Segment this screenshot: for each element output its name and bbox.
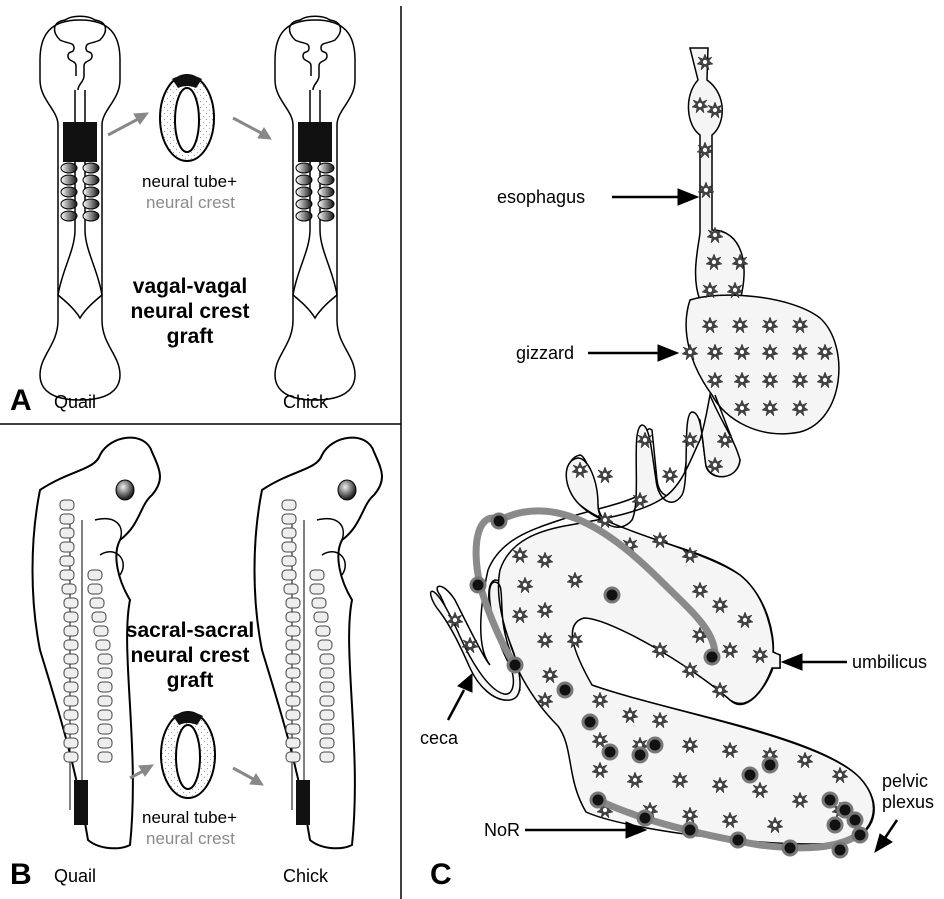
graft-title-a: vagal-vagal neural crest graft <box>130 274 250 349</box>
arrow-section-to-chick-a <box>233 118 271 139</box>
arrow-section-to-chick-b <box>233 768 263 785</box>
tissue-label-b-line1: neural tube+ <box>142 808 237 828</box>
graft-title-a-line1: vagal-vagal <box>130 274 250 299</box>
label-pelvic-line2: plexus <box>882 792 934 813</box>
panel-letter-a: A <box>10 384 32 418</box>
graft-title-b-line3: graft <box>120 668 260 693</box>
graft-title-a-line2: neural crest <box>130 299 250 324</box>
label-nor: NoR <box>484 820 520 841</box>
label-ceca: ceca <box>420 728 458 749</box>
tissue-label-b-line2: neural crest <box>146 829 235 849</box>
neural-tube-section-a <box>160 75 214 161</box>
chick-embryo-flat-a <box>275 16 355 400</box>
tissue-label-a-line2: neural crest <box>146 193 235 213</box>
quail-embryo-flat-a <box>40 16 120 400</box>
chick-graft-region-b <box>296 780 310 825</box>
host-label-a: Chick <box>283 392 328 413</box>
panel-letter-b: B <box>10 858 32 892</box>
intestine-body <box>431 395 874 844</box>
graft-title-b-line2: neural crest <box>120 643 260 668</box>
graft-title-a-line3: graft <box>130 324 250 349</box>
label-pelvic-line1: pelvic <box>882 771 928 792</box>
panel-c-gut <box>431 48 897 857</box>
label-esophagus: esophagus <box>497 187 585 208</box>
quail-graft-region-b <box>74 780 88 825</box>
graft-title-b: sacral-sacral neural crest graft <box>120 618 260 693</box>
label-gizzard: gizzard <box>516 343 574 364</box>
donor-label-b: Quail <box>54 866 96 887</box>
donor-label-a: Quail <box>54 392 96 413</box>
graft-title-b-line1: sacral-sacral <box>120 618 260 643</box>
host-label-b: Chick <box>283 866 328 887</box>
panel-letter-c: C <box>430 858 452 892</box>
arrow-quail-to-section-a <box>108 113 148 135</box>
neural-tube-section-b <box>161 712 215 798</box>
tissue-label-a-line1: neural tube+ <box>142 172 237 192</box>
label-umbilicus: umbilicus <box>852 652 927 673</box>
